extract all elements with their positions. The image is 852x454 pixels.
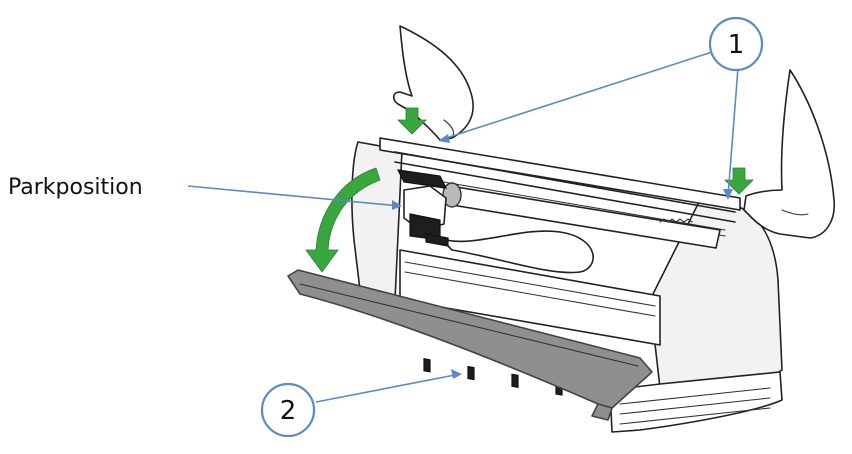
leader-lines: [187, 51, 739, 403]
print-head-carriage: [396, 169, 449, 247]
callout-2: 2: [260, 382, 316, 438]
down-arrow-icon: [724, 167, 754, 195]
right-hand: [743, 69, 835, 239]
leader-callout-1-right: [727, 67, 739, 197]
printer-body: [351, 137, 783, 433]
leader-park-position: [187, 185, 401, 207]
callout-1-number: 1: [728, 30, 745, 60]
curved-arrow-icon: [305, 167, 381, 273]
leader-callout-1-left: [439, 51, 713, 141]
callout-2-number: 2: [280, 396, 297, 426]
down-arrow-icon: [397, 107, 427, 135]
leader-callout-2: [315, 373, 461, 403]
front-cover: [287, 269, 653, 421]
callout-1: 1: [708, 16, 764, 72]
park-position-label: Parkposition: [8, 175, 143, 200]
